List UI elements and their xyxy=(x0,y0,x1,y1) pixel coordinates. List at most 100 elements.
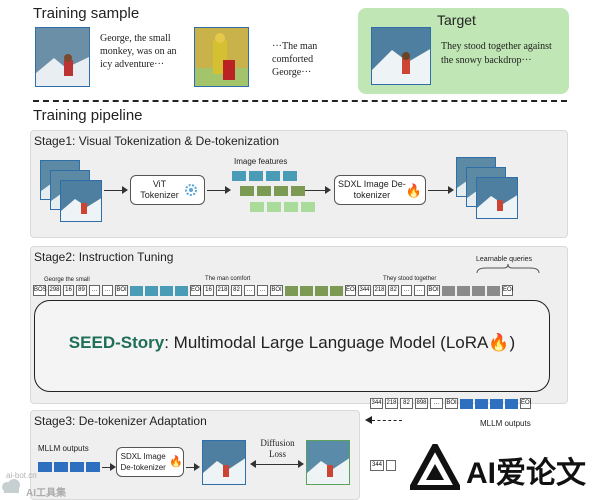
feature-token xyxy=(266,171,280,181)
gear-icon xyxy=(185,184,197,196)
feature-token xyxy=(232,171,246,181)
text-token: 218 xyxy=(216,285,229,296)
image-token xyxy=(330,286,343,296)
text-token: 298 xyxy=(48,285,61,296)
training-sample-title: Training sample xyxy=(33,5,140,22)
stage3-output-token xyxy=(54,462,68,472)
mllm-box xyxy=(34,300,550,392)
output-text-token: 344 xyxy=(370,398,383,409)
target-caption: They stood together against the snowy ba… xyxy=(441,41,552,66)
mllm-output-token xyxy=(490,399,503,409)
diffusion-loss-label: Diffusion Loss xyxy=(260,438,295,459)
output-text-token: 898 xyxy=(415,398,428,409)
stage3-feed-dash xyxy=(372,420,402,421)
learnable-queries-label: Learnable queries xyxy=(476,256,533,263)
sample-caption-1: George, the small monkey, was on an icy … xyxy=(100,33,177,70)
sample-caption-2: ···The man comforted George··· xyxy=(272,41,318,78)
stage1-detokenizer-label: SDXL Image De-tokenizer xyxy=(338,179,406,200)
mllm-title: SEED-Story: Multimodal Large Language Mo… xyxy=(34,333,550,353)
stage3-generated-image xyxy=(202,440,246,485)
text-token: BOI xyxy=(427,285,440,296)
feature-token xyxy=(274,186,288,196)
bottom-token-2 xyxy=(386,460,396,471)
eoi-token: EOI xyxy=(502,285,513,296)
text-token: … xyxy=(89,285,100,296)
stage1-title: Stage1: Visual Tokenization & De-tokeniz… xyxy=(34,134,280,148)
right-watermark-text: AI爱论文 xyxy=(466,457,586,490)
output-text-token: 82 xyxy=(400,398,413,409)
image-features-label: Image features xyxy=(234,157,288,166)
cloud-icon xyxy=(0,478,22,494)
stage3-mllm-outputs-label: MLLM outputs xyxy=(38,444,89,453)
text-token: 89 xyxy=(76,285,87,296)
text-token: 344 xyxy=(358,285,371,296)
mllm-outputs-label: MLLM outputs xyxy=(480,419,531,428)
sample-image-1 xyxy=(35,27,90,87)
stage1-input-image-front xyxy=(60,180,102,222)
text-token: 218 xyxy=(373,285,386,296)
text-token: BOI xyxy=(270,285,283,296)
text-token: … xyxy=(102,285,113,296)
fire-icon: 🔥 xyxy=(169,455,183,468)
image-token xyxy=(160,286,173,296)
target-title: Target xyxy=(437,12,476,28)
vit-tokenizer-label: ViT Tokenizer xyxy=(140,179,179,200)
right-watermark: AI爱论文 xyxy=(402,436,600,500)
image-token xyxy=(300,286,313,296)
feature-token xyxy=(284,202,298,212)
output-text-token: … xyxy=(430,398,443,409)
mllm-output-token xyxy=(460,399,473,409)
pipeline-title: Training pipeline xyxy=(33,107,143,124)
text-token: BOS xyxy=(33,285,47,296)
mllm-output-token xyxy=(475,399,488,409)
learnable-query-token xyxy=(442,286,455,296)
image-token xyxy=(175,286,188,296)
seed-story-brand: SEED-Story xyxy=(68,333,165,352)
left-watermark-url: ai-bot.cn xyxy=(6,471,37,480)
text-token: 16 xyxy=(203,285,214,296)
learnable-query-token xyxy=(457,286,470,296)
learnable-query-token xyxy=(472,286,485,296)
sample-image-2 xyxy=(194,27,249,87)
stage3-feed-arrow xyxy=(365,416,372,424)
text-token: … xyxy=(244,285,255,296)
stage3-target-image xyxy=(306,440,350,485)
section-divider xyxy=(33,100,567,102)
stage2-title: Stage2: Instruction Tuning xyxy=(34,250,174,264)
stage3-detokenizer-label: SDXL Image De-tokenizer xyxy=(120,452,166,472)
left-watermark-text: AI工具集 xyxy=(26,488,66,499)
stage3-output-token xyxy=(70,462,84,472)
feature-token xyxy=(249,171,263,181)
text-token: … xyxy=(401,285,412,296)
feature-token xyxy=(240,186,254,196)
output-text-token: 218 xyxy=(385,398,398,409)
text-token: … xyxy=(414,285,425,296)
image-token xyxy=(145,286,158,296)
learnable-brace xyxy=(476,264,540,274)
mllm-title-close: ) xyxy=(509,333,516,352)
stage3-output-token xyxy=(38,462,52,472)
feature-token xyxy=(291,186,305,196)
stage3-panel xyxy=(30,410,360,500)
stage3-detokenizer-box: SDXL Image De-tokenizer 🔥 xyxy=(116,447,184,477)
ai-logo-icon xyxy=(410,444,460,490)
fire-icon: 🔥 xyxy=(488,333,510,352)
text-token: … xyxy=(257,285,268,296)
eoi-token: EOI xyxy=(190,285,201,296)
text-token: 16 xyxy=(63,285,74,296)
text-label-2: The man comfort xyxy=(205,276,251,282)
feature-token xyxy=(283,171,297,181)
output-eoi-token: EOI xyxy=(520,398,531,409)
feature-token xyxy=(250,202,264,212)
mllm-title-rest: : Multimodal Large Language Model (LoRA xyxy=(164,333,489,352)
stage3-output-token xyxy=(86,462,100,472)
image-token xyxy=(315,286,328,296)
stage1-output-image-front xyxy=(476,177,518,219)
text-token: BOI xyxy=(115,285,128,296)
text-label-1: George the small xyxy=(44,277,90,283)
feature-token xyxy=(257,186,271,196)
feature-token xyxy=(267,202,281,212)
left-watermark: ai-bot.cn AI工具集 xyxy=(0,470,110,500)
feature-token xyxy=(301,202,315,212)
stage1-detokenizer-box: SDXL Image De-tokenizer 🔥 xyxy=(334,175,426,205)
